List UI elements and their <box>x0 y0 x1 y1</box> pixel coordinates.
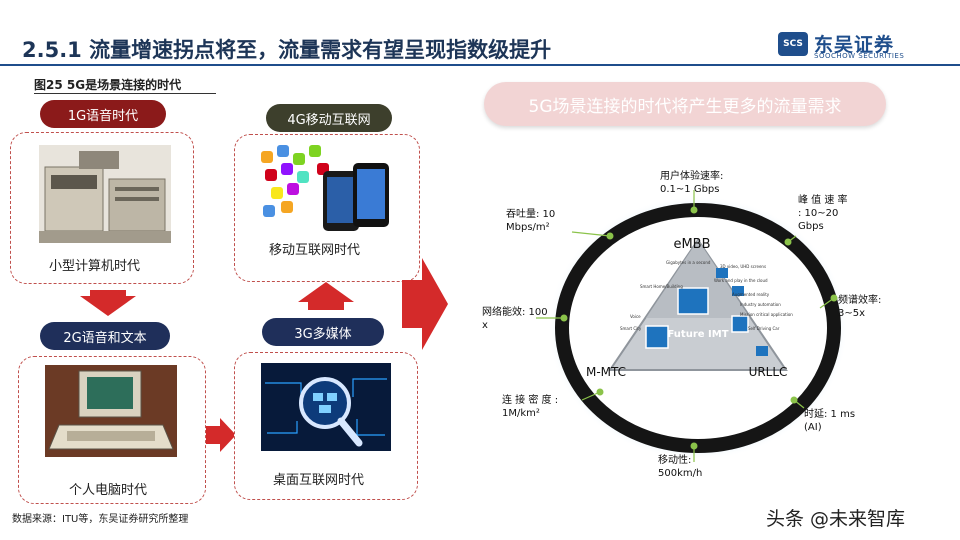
company-logo: SCS 东吴证券 SOOCHOW SECURITIES <box>778 30 938 60</box>
corner-urllc: URLLC <box>749 365 788 379</box>
era-label-2: 个人电脑时代 <box>69 483 148 498</box>
usage-label: Smart City <box>620 326 642 331</box>
usage-label: Smart Home/Building <box>640 284 683 289</box>
era-pill-1g: 1G语音时代 <box>40 100 166 128</box>
usage-label: Industry automation <box>740 302 781 307</box>
personal-computer-image <box>45 365 177 457</box>
data-source-note: 数据来源：ITU等，东吴证券研究所整理 <box>12 514 189 525</box>
era-label-1: 小型计算机时代 <box>49 259 141 274</box>
figure-caption: 图25 5G是场景连接的时代 <box>34 78 182 92</box>
watermark: 头条 @未来智库 <box>766 508 906 530</box>
caption-underline <box>34 93 216 94</box>
minicomputer-image <box>39 145 171 243</box>
title-divider <box>0 64 960 66</box>
era-label-4: 移动互联网时代 <box>269 243 361 258</box>
kpi-density: 连 接 密 度 : 1M/km² <box>502 395 559 419</box>
5g-capability-diagram: Future IMT eMBB M-MTC URLLC Gigabytes in… <box>536 190 848 462</box>
smartphone-apps-image <box>261 145 389 231</box>
usage-label: Mission critical application <box>740 312 793 317</box>
usage-label: Augmented reality <box>732 292 770 297</box>
usage-label: Work and play in the cloud <box>714 278 768 283</box>
usage-label: Gigabytes in a second <box>666 260 711 265</box>
kpi-peak-rate: 峰 值 速 率 : 10~20 Gbps <box>798 195 848 232</box>
corner-mmtc: M-MTC <box>586 365 626 379</box>
era-label-3: 桌面互联网时代 <box>273 473 365 488</box>
kpi-latency: 时延: 1 ms (AI) <box>804 409 856 433</box>
era-box-3: 桌面互联网时代 <box>234 352 418 500</box>
era-pill-2g: 2G语音和文本 <box>40 322 170 350</box>
kpi-mobility: 移动性: 500km/h <box>658 455 703 479</box>
kpi-spectrum: 频谱效率: 3~5x <box>838 295 882 319</box>
usage-label: Voice <box>630 314 641 319</box>
future-imt-label: Future IMT <box>667 329 728 340</box>
era-pill-3g: 3G多媒体 <box>262 318 384 346</box>
kpi-nodes <box>560 206 838 450</box>
kpi-user-rate: 用户体验速率: 0.1~1 Gbps <box>660 171 724 195</box>
kpi-energy: 网络能效: 100 x <box>482 307 548 331</box>
embb-icon <box>677 287 709 315</box>
corner-embb: eMBB <box>673 237 710 252</box>
internet-magnifier-image <box>261 363 391 451</box>
era-box-2: 个人电脑时代 <box>18 356 206 504</box>
logo-mark-icon: SCS <box>778 32 808 56</box>
usage-label: 3D video, UHD screens <box>720 264 766 269</box>
logo-text-en: SOOCHOW SECURITIES <box>814 52 905 60</box>
page-title: 2.5.1 流量增速拐点将至，流量需求有望呈现指数级提升 <box>22 38 552 62</box>
banner-5g: 5G场景连接的时代将产生更多的流量需求 <box>484 82 886 126</box>
up-arrow-icon <box>298 282 354 310</box>
right-arrow-icon <box>206 418 236 452</box>
down-arrow-icon <box>80 290 136 316</box>
era-box-4: 移动互联网时代 <box>234 134 420 282</box>
big-right-arrow-icon <box>402 258 448 350</box>
mmtc-icon <box>645 325 669 349</box>
era-box-1: 小型计算机时代 <box>10 132 194 284</box>
kpi-throughput: 吞吐量: 10 Mbps/m² <box>506 209 556 233</box>
urllc-icon <box>731 315 749 333</box>
logo-text-cn: 东吴证券 <box>814 34 895 56</box>
usage-label: Self Driving Car <box>748 326 780 331</box>
era-pill-4g: 4G移动互联网 <box>266 104 392 132</box>
